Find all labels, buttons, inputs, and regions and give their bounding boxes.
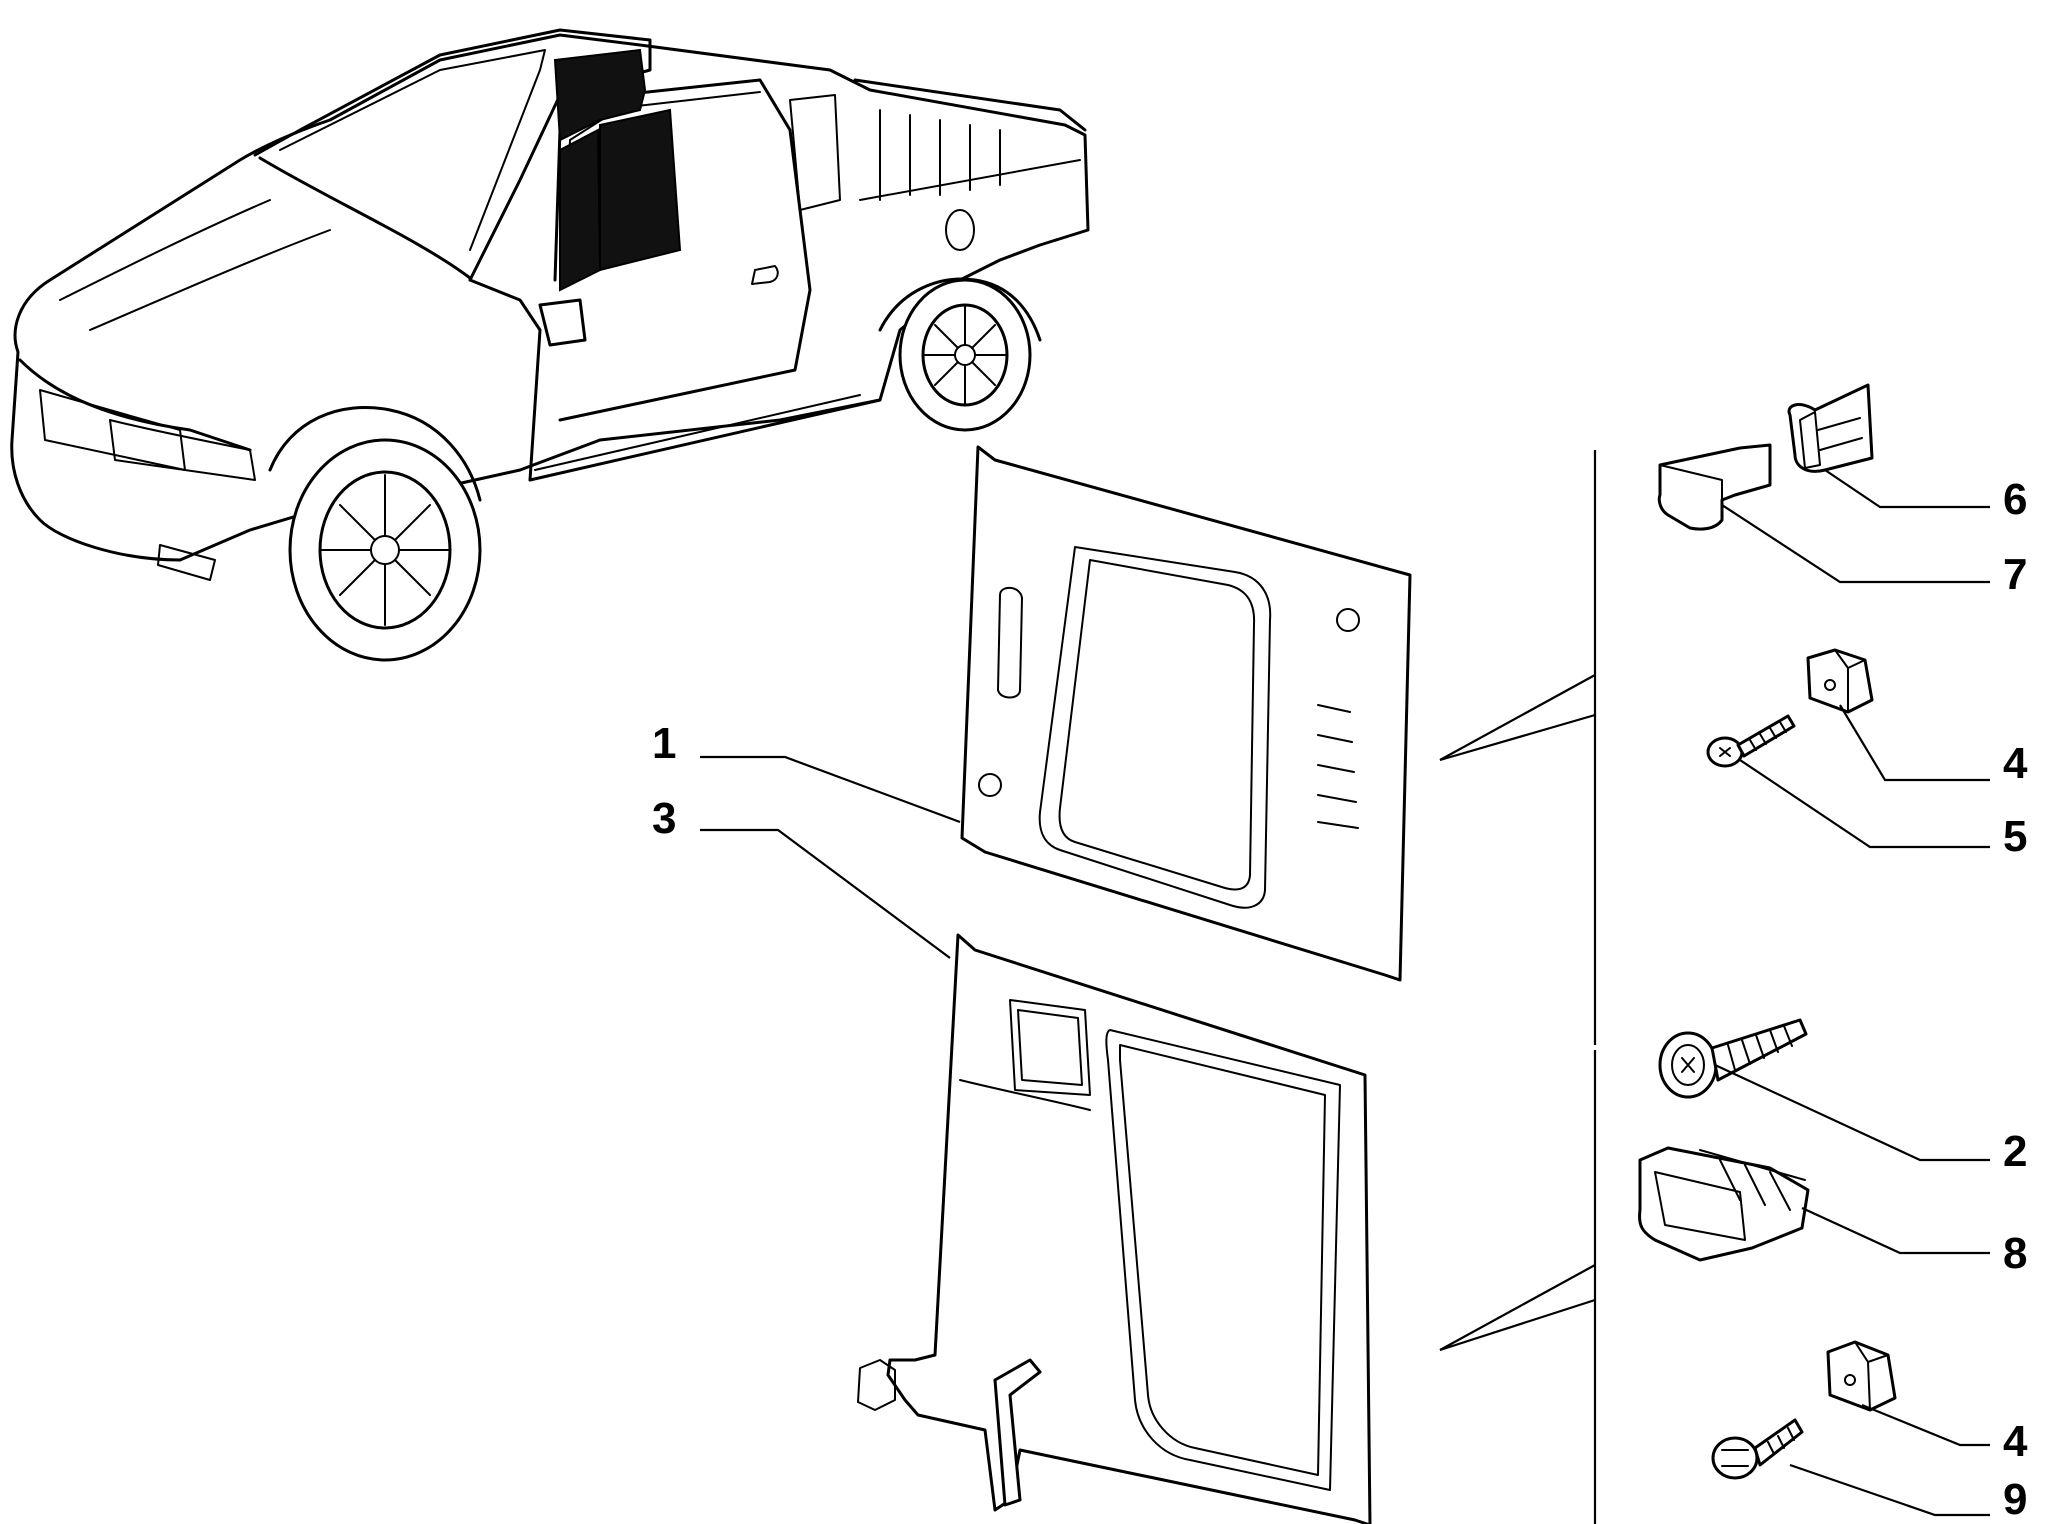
callout-3: 3 xyxy=(652,794,677,843)
bracket-lower xyxy=(1439,1050,1597,1524)
cap-part-7-icon xyxy=(1657,443,1990,584)
screw-part-5-icon xyxy=(1706,714,1990,849)
bracket-upper xyxy=(1439,450,1597,1045)
callout-5: 5 xyxy=(2003,812,2028,861)
callout-9: 9 xyxy=(2003,1475,2028,1524)
callout-2: 2 xyxy=(2003,1127,2028,1176)
callout-6: 6 xyxy=(2003,475,2028,524)
clip-part-8-icon xyxy=(1638,1146,1990,1262)
clip-part-6-icon xyxy=(1787,383,1990,509)
clip-nut-part-4-lower-icon xyxy=(1826,1340,1990,1447)
screw-part-2-icon xyxy=(1658,1018,1990,1162)
leader-3 xyxy=(700,828,951,959)
pickup-truck-illustration xyxy=(10,28,1090,662)
lower-pillar-trim xyxy=(857,933,1372,1524)
bolt-part-9-icon xyxy=(1711,1418,1990,1517)
callout-4-upper: 4 xyxy=(2003,739,2028,788)
upper-trim-panel xyxy=(960,445,1412,982)
callout-8: 8 xyxy=(2003,1229,2028,1278)
leader-1 xyxy=(700,755,961,824)
clip-nut-part-4-upper-icon xyxy=(1806,648,1990,782)
callout-4-lower: 4 xyxy=(2003,1417,2028,1466)
callout-1: 1 xyxy=(652,719,677,768)
callout-7: 7 xyxy=(2003,550,2028,599)
